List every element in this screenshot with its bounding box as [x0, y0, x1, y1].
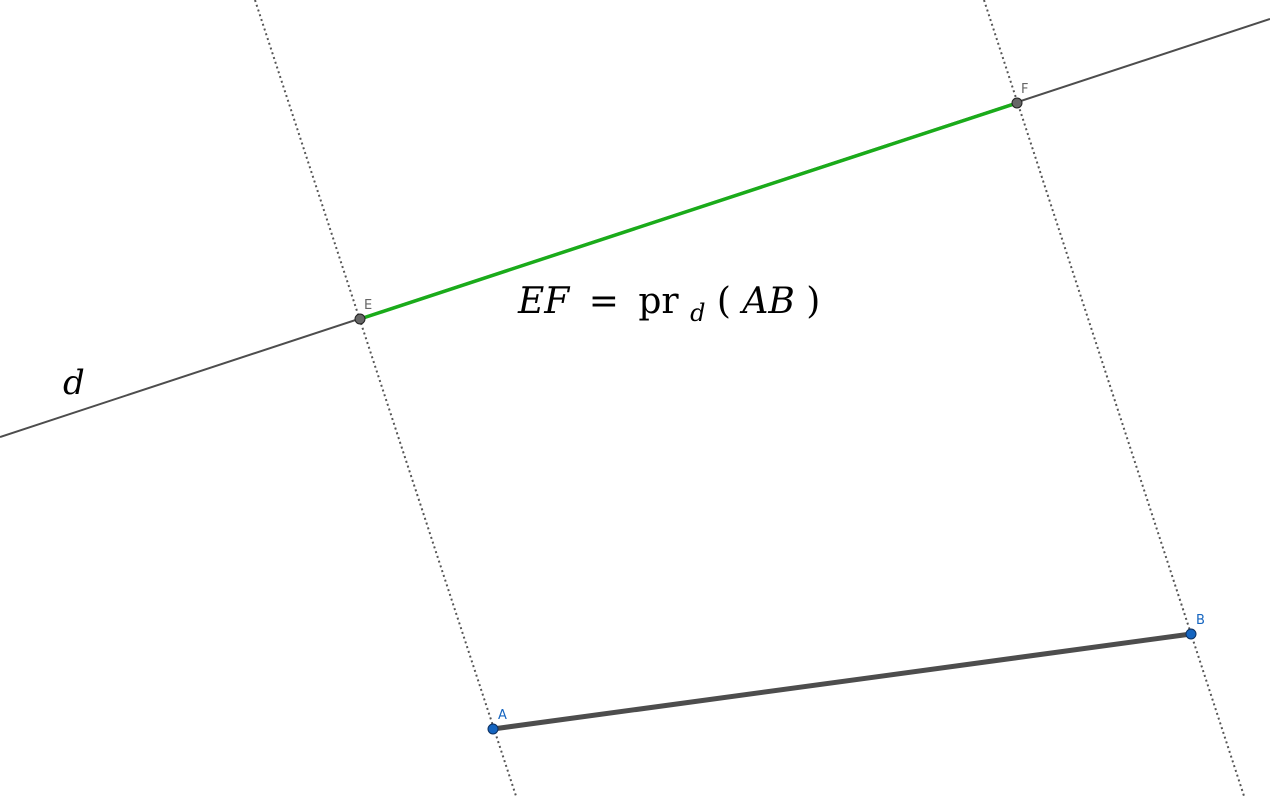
projection-line-through-B[interactable]	[983, 0, 1245, 796]
formula-argument: AB	[739, 281, 794, 322]
point-F-label: F	[1021, 82, 1028, 97]
formula-subscript: d	[690, 299, 705, 327]
line-d-label: d	[63, 363, 85, 403]
point-B-label: B	[1196, 613, 1205, 628]
point-A[interactable]	[487, 723, 499, 735]
projection-line-through-A[interactable]	[254, 0, 517, 796]
formula-open-paren: (	[717, 281, 731, 322]
segment-EF[interactable]	[359, 101, 1018, 321]
point-E-label: E	[364, 298, 372, 313]
segment-AB[interactable]	[492, 631, 1192, 732]
formula-equals: =	[589, 281, 619, 322]
point-A-label: A	[498, 708, 507, 723]
point-F[interactable]	[1011, 97, 1023, 109]
formula-lhs: EF	[517, 281, 571, 322]
point-B[interactable]	[1185, 628, 1197, 640]
formula-close-paren: )	[806, 281, 820, 322]
point-E[interactable]	[354, 313, 366, 325]
formula-operator: pr	[638, 281, 679, 322]
projection-formula: EF = pr d ( AB )	[517, 281, 820, 330]
